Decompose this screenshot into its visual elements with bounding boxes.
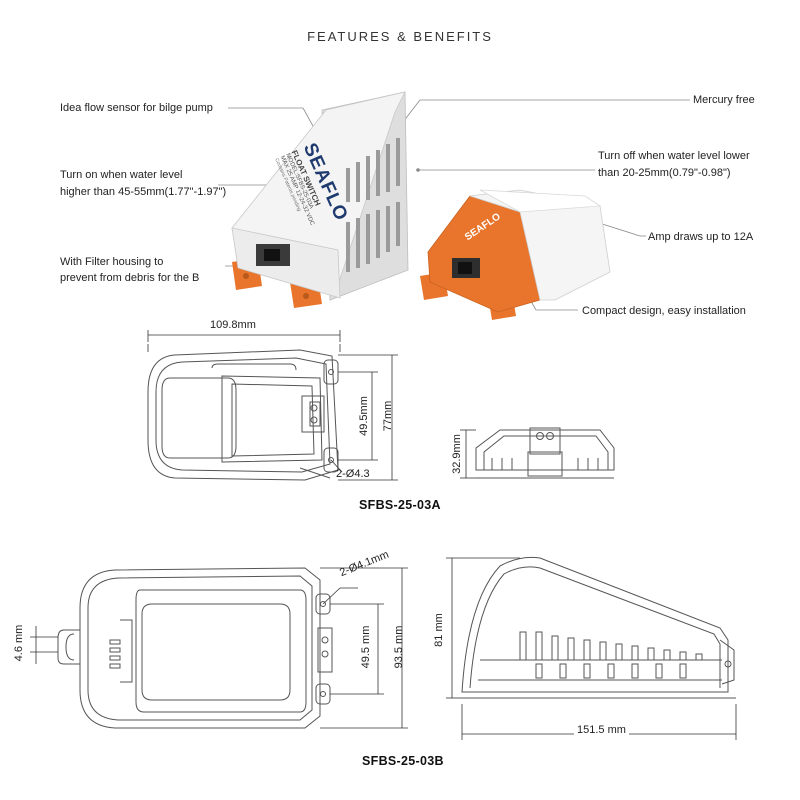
feature-turn-off-line2: than 20-25mm(0.79"-0.98") — [598, 167, 731, 179]
feature-sensor: Idea flow sensor for bilge pump — [60, 102, 213, 114]
dim-a-holes: 2-Ø4.3 — [336, 468, 370, 480]
feature-turn-on-line2: higher than 45-55mm(1.77"-1.97") — [60, 186, 227, 198]
feature-filter-line2: prevent from debris for the B — [60, 272, 200, 284]
feature-turn-on-line1: Turn on when water level — [60, 169, 183, 181]
model-a-label: SFBS-25-03A — [359, 498, 441, 512]
dim-a-width: 109.8mm — [210, 319, 256, 331]
page-title: FEATURES & BENEFITS — [307, 29, 493, 44]
model-b-label: SFBS-25-03B — [362, 754, 444, 768]
feature-mercury: Mercury free — [693, 94, 755, 106]
dim-b-side-length: 151.5 mm — [574, 724, 629, 736]
feature-amp: Amp draws up to 12A — [648, 231, 754, 243]
feature-filter-line1: With Filter housing to — [60, 256, 164, 268]
feature-compact: Compact design, easy installation — [582, 305, 746, 317]
dim-b-side-height: 81 mm — [433, 613, 445, 647]
feature-turn-off-line1: Turn off when water level lower — [598, 150, 750, 162]
